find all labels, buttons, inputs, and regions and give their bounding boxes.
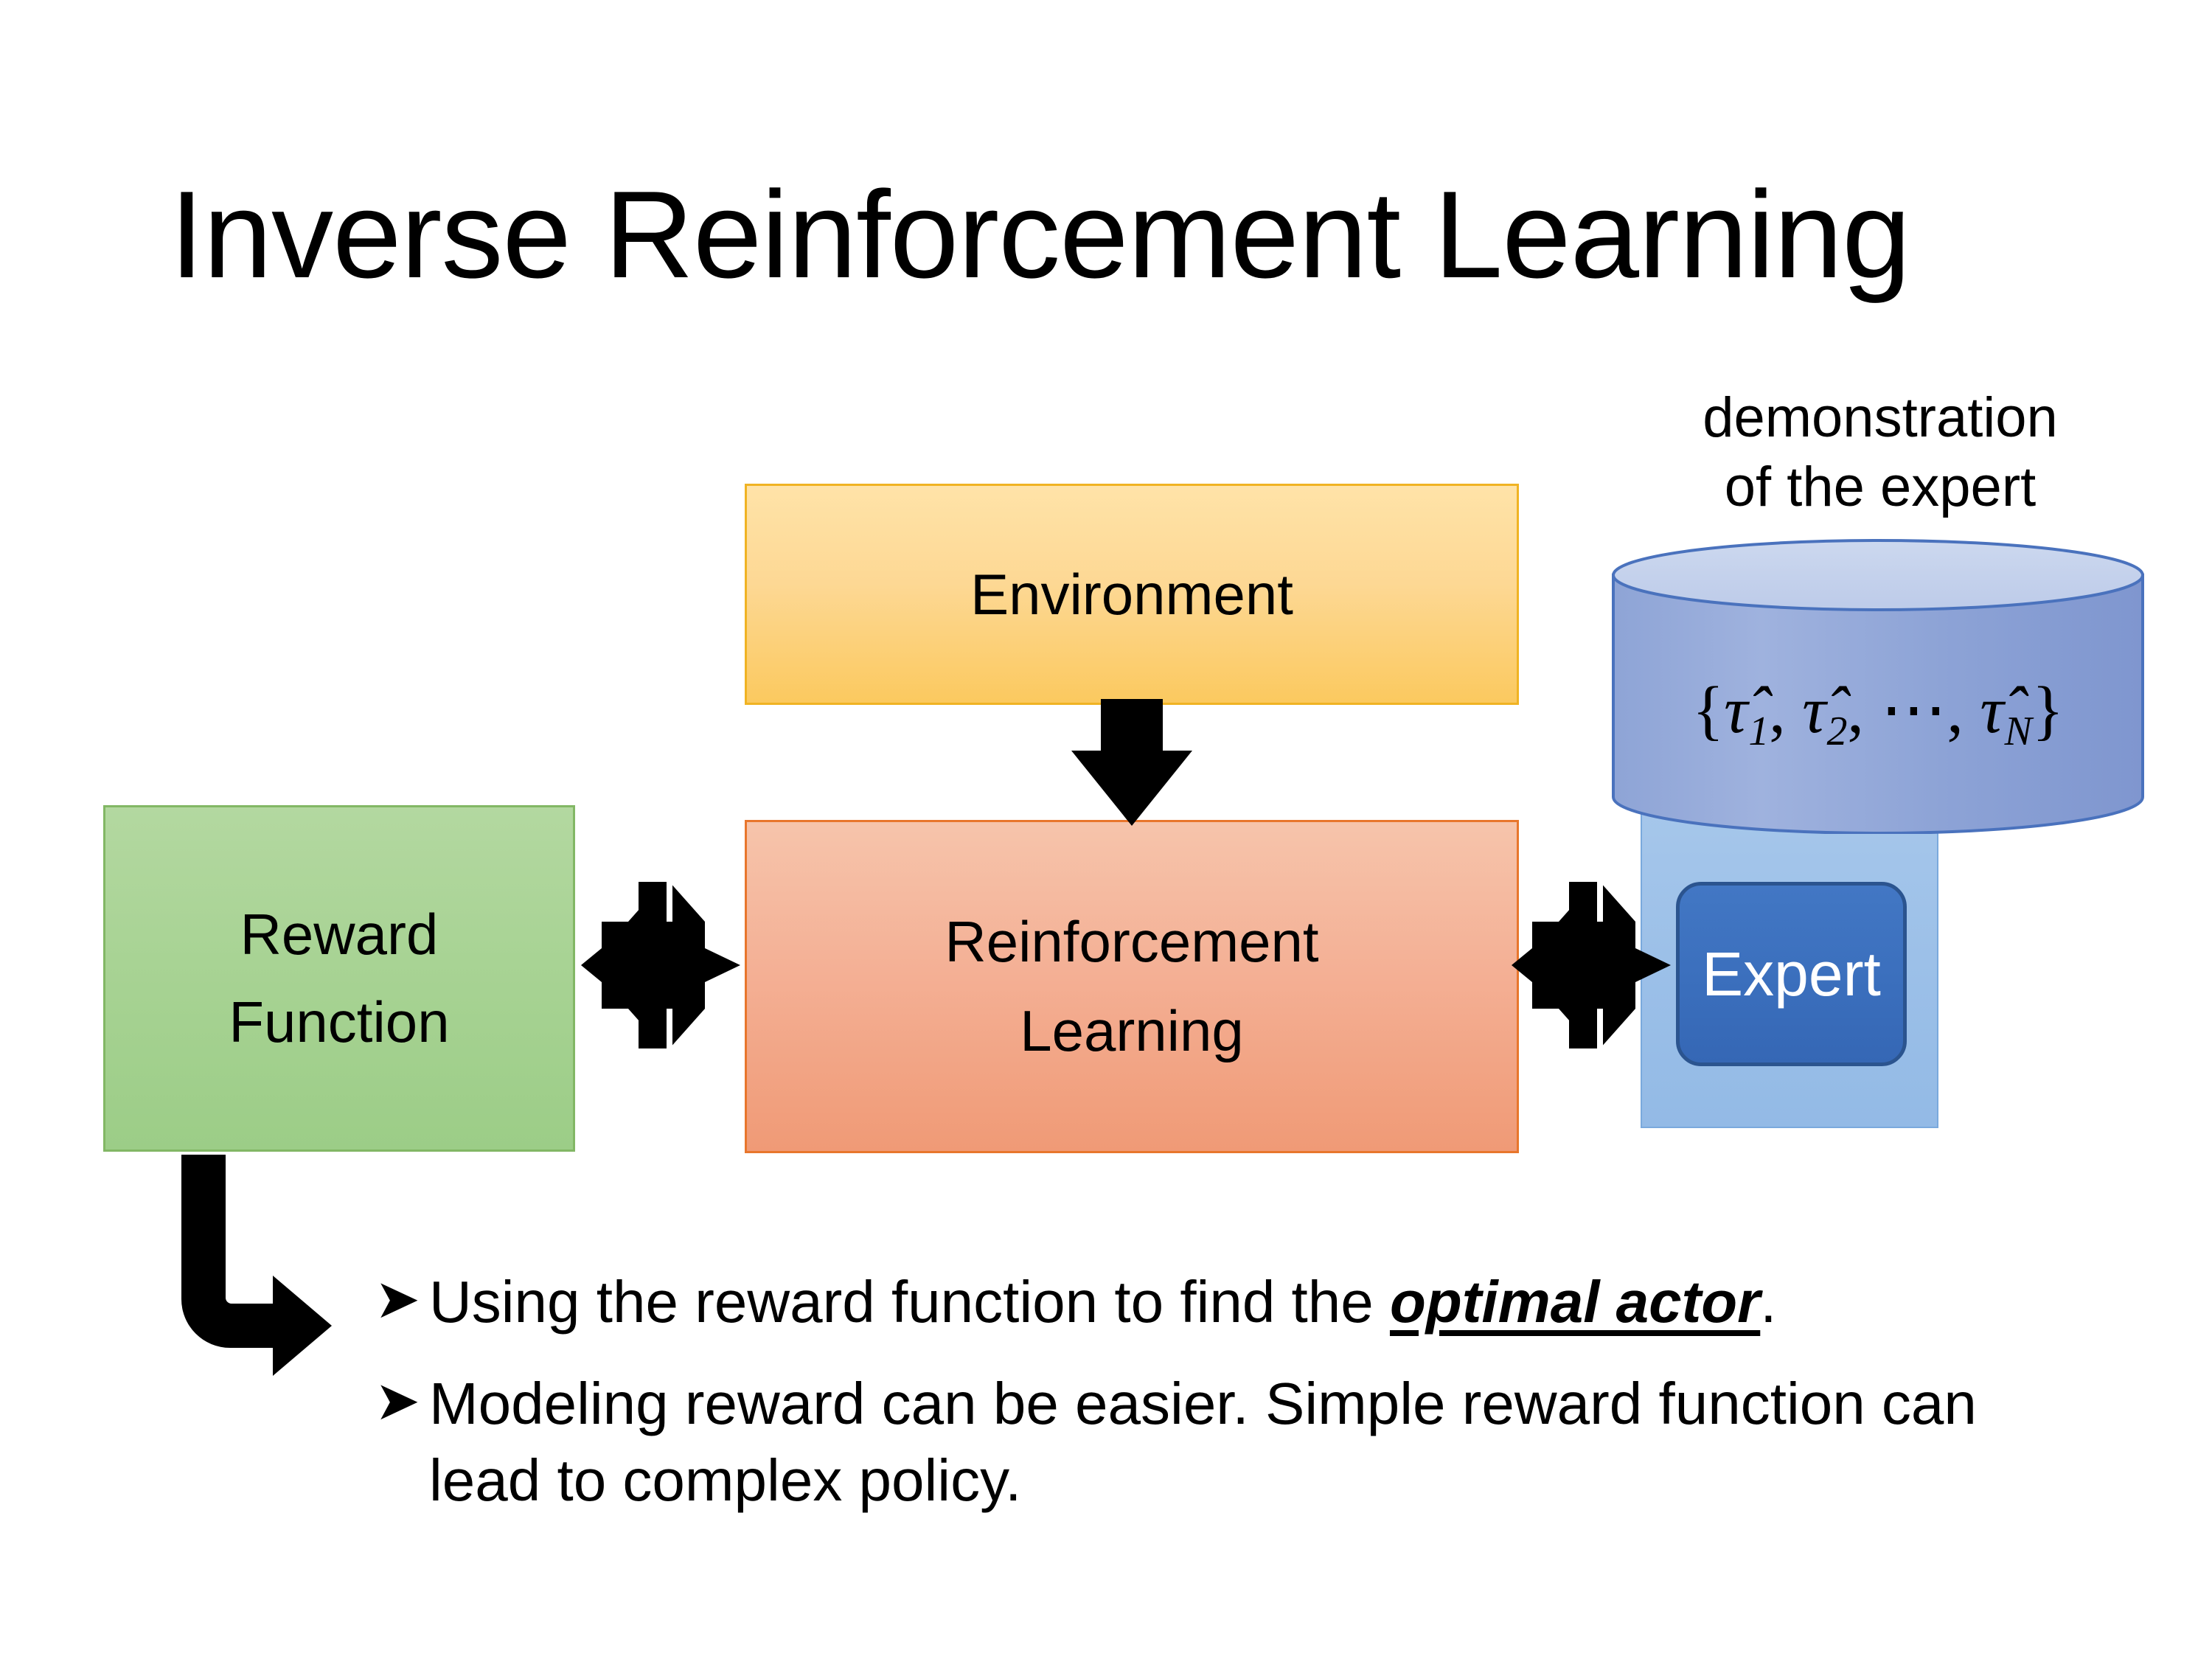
- close-brace: }: [2031, 674, 2065, 747]
- bullet-1-text-after: .: [1760, 1269, 1777, 1335]
- reward-to-rl-arrow-icon: [581, 876, 740, 1054]
- tau-subscript-1: 1: [1748, 708, 1770, 754]
- rl-to-expert-arrow-icon: [1512, 876, 1671, 1054]
- tau-subscript-2: 2: [1826, 708, 1848, 754]
- list-item: ➤ Modeling reward can be easier. Simple …: [375, 1366, 2070, 1519]
- tau-hat-2: τ̂: [1802, 674, 1826, 747]
- expert-node[interactable]: Expert: [1676, 882, 1907, 1066]
- tau-hat-n: τ̂: [1980, 674, 2004, 747]
- comma-2: ,: [1847, 674, 1864, 747]
- tau-hat-1: τ̂: [1724, 674, 1748, 747]
- demonstration-caption: demonstration of the expert: [1622, 383, 2138, 522]
- bullet-1-text-before: Using the reward function to find the: [429, 1269, 1390, 1335]
- demonstration-caption-line2: of the expert: [1724, 456, 2037, 519]
- bullet-1-emphasis: optimal actor: [1389, 1269, 1761, 1335]
- trajectory-set-label: {τ̂1, τ̂2, ⋯, τ̂N}: [1612, 671, 2144, 755]
- open-brace: {: [1691, 674, 1725, 747]
- expert-node-label: Expert: [1702, 939, 1881, 1009]
- list-item: ➤ Using the reward function to find the …: [375, 1264, 2070, 1340]
- ellipsis-icon: ⋯: [1880, 674, 1947, 747]
- demonstration-caption-line1: demonstration: [1703, 386, 2058, 449]
- page-title: Inverse Reinforcement Learning: [170, 165, 1911, 304]
- bullet-text-2: Modeling reward can be easier. Simple re…: [429, 1371, 1977, 1513]
- rl-label-line1: Reinforcement: [945, 909, 1319, 975]
- environment-node-label: Environment: [970, 561, 1293, 627]
- comma-3: ,: [1947, 674, 1964, 747]
- bullet-arrow-icon: ➤: [375, 1268, 421, 1329]
- bullet-arrow-icon: ➤: [375, 1370, 421, 1431]
- environment-node[interactable]: Environment: [745, 484, 1519, 705]
- reward-function-node[interactable]: Reward Function: [103, 805, 575, 1152]
- bullet-list: ➤ Using the reward function to find the …: [375, 1264, 2070, 1544]
- reward-label-line2: Function: [229, 990, 450, 1054]
- comma-1: ,: [1769, 674, 1786, 747]
- demonstration-cylinder: [1612, 539, 2144, 834]
- reinforcement-learning-node[interactable]: Reinforcement Learning: [745, 820, 1519, 1153]
- environment-to-rl-arrow-icon: [1071, 699, 1192, 826]
- reward-label-line1: Reward: [240, 902, 439, 967]
- reward-function-node-label: Reward Function: [229, 891, 449, 1065]
- tau-subscript-n: N: [2004, 708, 2032, 754]
- reinforcement-learning-node-label: Reinforcement Learning: [945, 897, 1318, 1076]
- rl-label-line2: Learning: [1020, 998, 1244, 1063]
- reward-to-bullets-arrow-icon: [181, 1155, 332, 1376]
- bullet-text-1: Using the reward function to find the op…: [429, 1264, 2070, 1340]
